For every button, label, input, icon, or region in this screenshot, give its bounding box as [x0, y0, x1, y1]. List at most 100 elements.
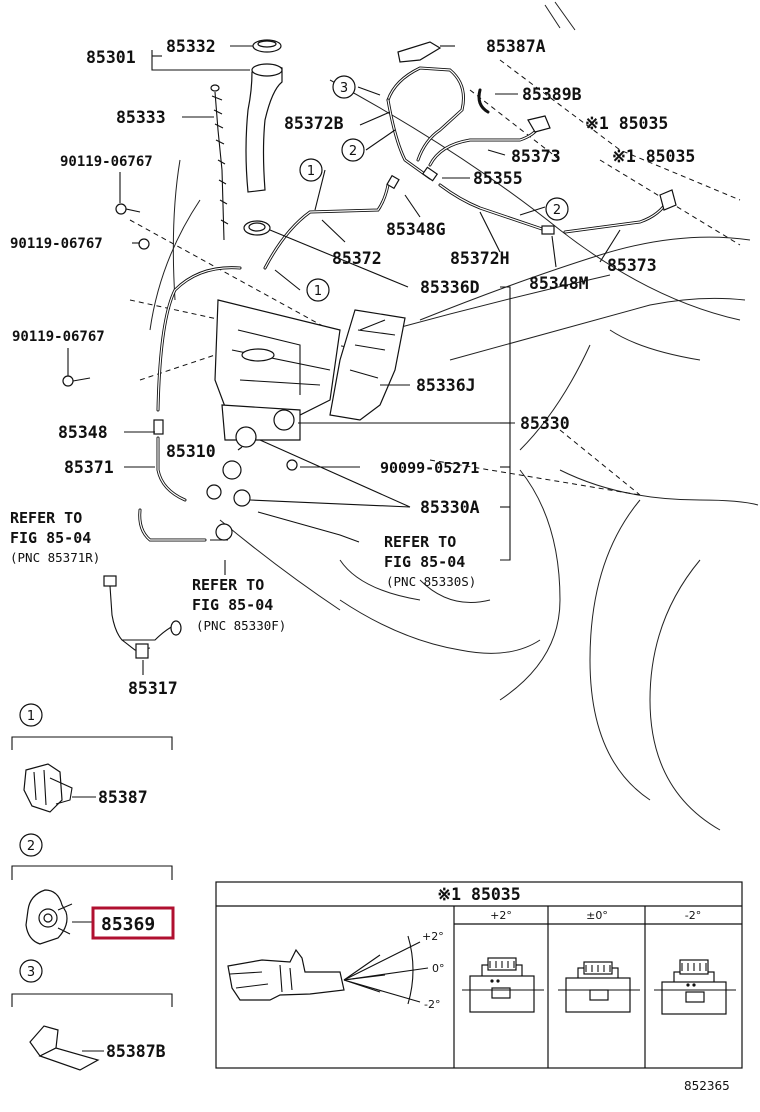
- legend-item-3: 3 85387B: [11, 959, 173, 1071]
- hose-85372B[interactable]: [386, 66, 465, 180]
- svg-text:FIG 85-04: FIG 85-04: [192, 596, 273, 614]
- label-85035-a[interactable]: ※1 85035: [585, 114, 668, 133]
- svg-text:(PNC 85330S): (PNC 85330S): [386, 574, 476, 589]
- nozzle-85035-a[interactable]: [527, 115, 551, 133]
- pump-85310[interactable]: [206, 409, 295, 541]
- label-85330[interactable]: 85330: [520, 414, 570, 433]
- label-85336D[interactable]: 85336D: [420, 278, 480, 297]
- label-90099-05271[interactable]: 90099-05271: [380, 459, 479, 477]
- label-85317[interactable]: 85317: [128, 679, 178, 698]
- label-90119-a[interactable]: 90119-06767: [60, 154, 153, 170]
- label-90119-c[interactable]: 90119-06767: [12, 329, 105, 345]
- svg-text:1: 1: [314, 284, 322, 299]
- clamp-85369-icon: [25, 889, 73, 945]
- label-85355[interactable]: 85355: [473, 169, 523, 188]
- svg-text:3: 3: [27, 965, 35, 980]
- label-85332[interactable]: 85332: [166, 37, 216, 56]
- svg-text:2: 2: [349, 144, 357, 159]
- svg-text:1: 1: [307, 164, 315, 179]
- legend-label-85387B[interactable]: 85387B: [106, 1042, 166, 1061]
- hose-85371[interactable]: [156, 436, 187, 502]
- label-85330A[interactable]: 85330A: [420, 498, 480, 517]
- legend-item-1: 1 85387: [11, 703, 173, 813]
- refer-note-85371R[interactable]: REFER TO FIG 85-04 (PNC 85371R): [10, 509, 100, 565]
- svg-text:REFER TO: REFER TO: [384, 533, 456, 551]
- bolt-90119-b[interactable]: [138, 238, 150, 250]
- cap-85332[interactable]: [252, 39, 282, 53]
- callout-2-right: 2: [545, 197, 569, 221]
- callout-1-b: 1: [306, 278, 330, 302]
- column-header-zero: ±0°: [586, 909, 608, 922]
- label-85373-a[interactable]: 85373: [511, 147, 561, 166]
- washer-jar-85330[interactable]: [214, 299, 341, 441]
- svg-text:3: 3: [340, 81, 348, 96]
- figure-number: 852365: [684, 1079, 730, 1093]
- label-85333[interactable]: 85333: [116, 108, 166, 127]
- bracket-85336J[interactable]: [329, 309, 406, 421]
- label-85348G[interactable]: 85348G: [386, 220, 446, 239]
- clip-85387A[interactable]: [397, 41, 442, 63]
- nozzle-front-minus2: [654, 959, 736, 1015]
- label-85373-b[interactable]: 85373: [607, 256, 657, 275]
- nozzle-front-plus2: [462, 957, 544, 1013]
- hose-main[interactable]: [156, 266, 242, 412]
- label-85389B[interactable]: 85389B: [522, 85, 582, 104]
- grommet-85336D[interactable]: [243, 220, 271, 236]
- callout-2-top: 2: [341, 138, 365, 162]
- harness-85317[interactable]: [103, 575, 182, 659]
- hose-85372H[interactable]: [438, 183, 547, 232]
- connectors: [153, 166, 555, 435]
- hose-85373-b[interactable]: [563, 198, 670, 234]
- legend-item-2: 2 85369: [11, 833, 175, 945]
- label-85301[interactable]: 85301: [86, 48, 136, 67]
- column-header-plus2: +2°: [490, 909, 512, 922]
- bolt-90119-a[interactable]: [115, 203, 141, 215]
- svg-text:FIG 85-04: FIG 85-04: [10, 529, 91, 547]
- label-85372[interactable]: 85372: [332, 249, 382, 268]
- nozzle-85035-b[interactable]: [659, 189, 677, 211]
- angle-label-zero: 0°: [432, 962, 445, 975]
- svg-text:REFER TO: REFER TO: [192, 576, 264, 594]
- column-header-minus2: -2°: [685, 909, 701, 922]
- legend-label-85387[interactable]: 85387: [98, 788, 148, 807]
- inset-title: ※1 85035: [437, 885, 520, 904]
- callout-3-top: 3: [332, 75, 356, 99]
- callout-1-a: 1: [299, 158, 323, 182]
- svg-text:FIG 85-04: FIG 85-04: [384, 553, 465, 571]
- legend-label-85369[interactable]: 85369: [101, 914, 155, 935]
- nozzle-front-zero: [558, 961, 640, 1013]
- svg-text:(PNC 85330F): (PNC 85330F): [196, 618, 286, 633]
- label-85387A[interactable]: 85387A: [486, 37, 546, 56]
- clip-85387-icon: [23, 763, 73, 813]
- refer-note-85330F[interactable]: REFER TO FIG 85-04 (PNC 85330F): [192, 576, 286, 633]
- bolt-90119-c[interactable]: [62, 375, 91, 387]
- angle-label-up: +2°: [422, 930, 444, 943]
- bolt-90099[interactable]: [286, 459, 298, 471]
- label-85035-b[interactable]: ※1 85035: [612, 147, 695, 166]
- label-85372B[interactable]: 85372B: [284, 114, 344, 133]
- clip-85387B-icon: [29, 1025, 100, 1071]
- label-85372H[interactable]: 85372H: [450, 249, 510, 268]
- label-85348M[interactable]: 85348M: [529, 274, 589, 293]
- hose-85372[interactable]: [263, 183, 390, 270]
- svg-text:2: 2: [27, 839, 35, 854]
- hose-85389B[interactable]: [477, 88, 490, 114]
- angle-label-down: -2°: [424, 998, 440, 1011]
- highlight-box-85369: [91, 906, 175, 940]
- label-85310[interactable]: 85310: [166, 442, 216, 461]
- nozzle-angle-inset: ※1 85035 +2° ±0° -2° +2° 0° -2°: [215, 881, 743, 1069]
- level-gauge-85333[interactable]: [210, 84, 229, 241]
- label-85348[interactable]: 85348: [58, 423, 108, 442]
- filler-neck-85301[interactable]: [245, 63, 283, 193]
- svg-text:2: 2: [553, 203, 561, 218]
- label-90119-b[interactable]: 90119-06767: [10, 236, 103, 252]
- leader-lines: [67, 45, 621, 675]
- hose-ref-85371R: [138, 508, 207, 542]
- refer-note-85330S[interactable]: REFER TO FIG 85-04 (PNC 85330S): [384, 533, 476, 589]
- label-85371[interactable]: 85371: [64, 458, 114, 477]
- svg-text:REFER TO: REFER TO: [10, 509, 82, 527]
- svg-text:1: 1: [27, 709, 35, 724]
- label-85336J[interactable]: 85336J: [416, 376, 476, 395]
- svg-text:(PNC 85371R): (PNC 85371R): [10, 550, 100, 565]
